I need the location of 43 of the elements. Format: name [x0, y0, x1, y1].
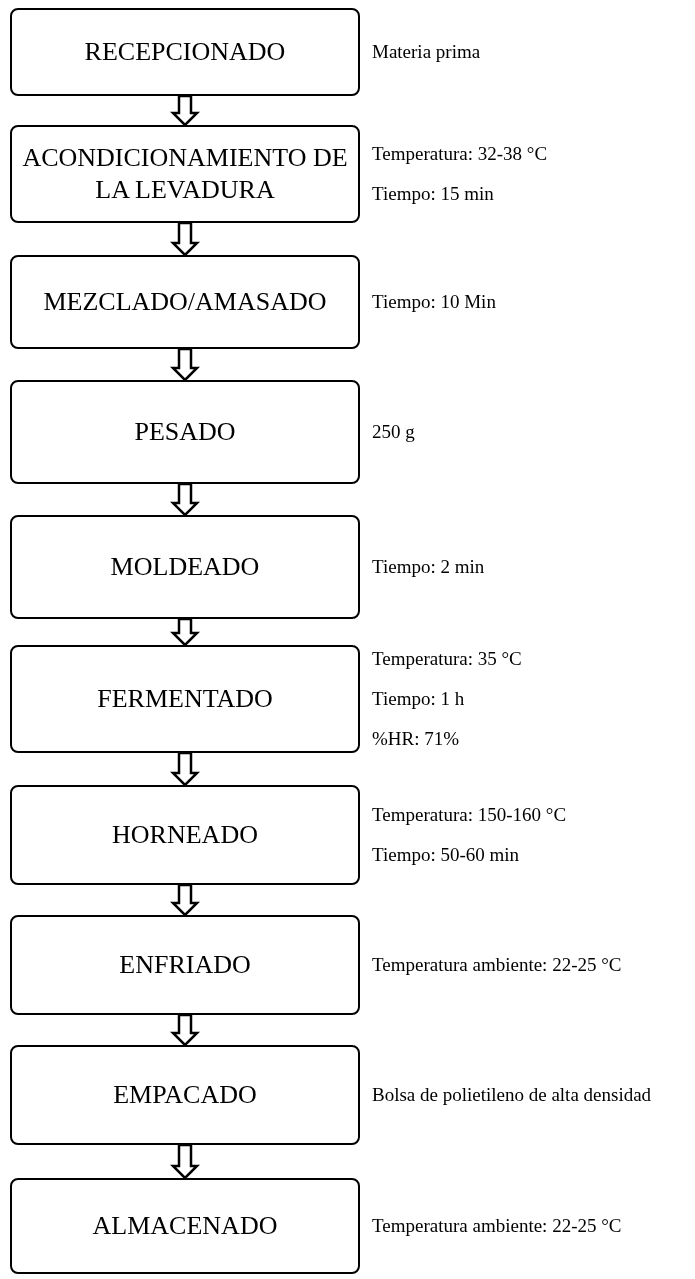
- parameter-note: Materia prima: [372, 40, 482, 64]
- parameter-note: Tiempo: 2 min: [372, 555, 486, 579]
- arrow: [170, 482, 200, 517]
- parameter-note: Temperatura: 150-160 °C: [372, 803, 568, 827]
- parameter-note: 250 g: [372, 420, 416, 444]
- step-label: HORNEADO: [112, 818, 258, 851]
- parameter-note: Tiempo: 10 Min: [372, 290, 497, 314]
- arrow: [170, 1143, 200, 1180]
- parameter-note: Bolsa de polietileno de alta densidad: [372, 1083, 653, 1107]
- process-box: [10, 125, 360, 223]
- step-label: ALMACENADO: [92, 1209, 278, 1242]
- arrow: [170, 617, 200, 647]
- parameter-note: Tiempo: 50-60 min: [372, 843, 521, 867]
- step-label: ENFRIADO: [119, 948, 251, 981]
- step-label: EMPACADO: [113, 1078, 257, 1111]
- process-box: [10, 515, 360, 619]
- arrow: [170, 94, 200, 127]
- step-label: PESADO: [134, 415, 236, 448]
- parameter-note: Temperatura: 35 °C: [372, 647, 523, 672]
- step-label: MEZCLADO/AMASADO: [43, 285, 327, 318]
- process-box: [10, 380, 360, 484]
- process-box: [10, 915, 360, 1015]
- process-box: [10, 255, 360, 349]
- process-box: [10, 785, 360, 885]
- process-box: [10, 8, 360, 96]
- arrow: [170, 221, 200, 257]
- arrow: [170, 1013, 200, 1047]
- process-box: [10, 645, 360, 753]
- parameter-note: %HR: 71%: [372, 726, 461, 751]
- parameter-note: Temperatura: 32-38 °C: [372, 142, 549, 166]
- process-box: [10, 1045, 360, 1145]
- parameter-note: Tiempo: 15 min: [372, 182, 495, 206]
- process-box: [10, 1178, 360, 1274]
- arrow: [170, 751, 200, 787]
- step-label: ACONDICIONAMIENTO DE LA LEVADURA: [21, 141, 349, 206]
- step-label: MOLDEADO: [110, 550, 260, 583]
- arrow: [170, 883, 200, 917]
- parameter-note: Tiempo: 1 h: [372, 687, 466, 711]
- step-label: RECEPCIONADO: [84, 35, 286, 68]
- parameter-note: Temperatura ambiente: 22-25 °C: [372, 1214, 623, 1238]
- parameter-note: Temperatura ambiente: 22-25 °C: [372, 953, 623, 977]
- arrow: [170, 347, 200, 382]
- step-label: FERMENTADO: [97, 682, 273, 715]
